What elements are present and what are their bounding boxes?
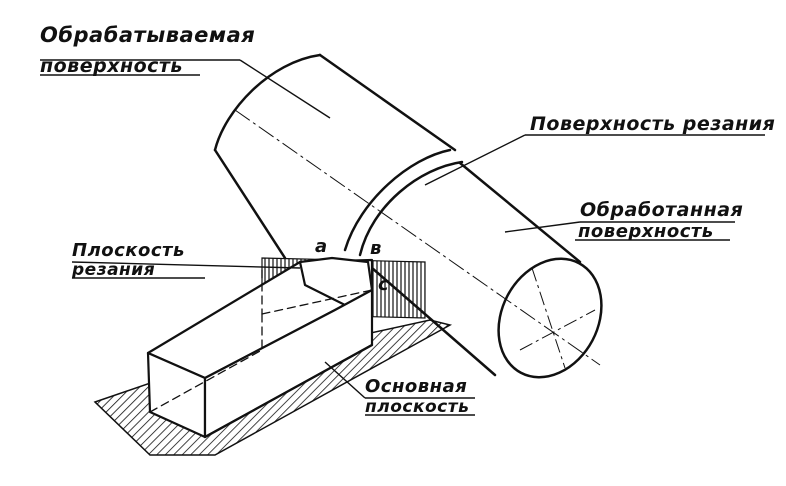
point-c: c: [378, 274, 389, 295]
label-workpiece-surface-1: Обрабатываемая: [40, 23, 255, 47]
label-machined-surface-2: поверхность: [578, 221, 714, 242]
label-cutting-plane-2: резания: [71, 260, 155, 280]
workpiece-cylinder: [213, 53, 464, 260]
label-base-plane-2: плоскость: [365, 397, 469, 417]
label-machined-surface-1: Обработанная: [580, 199, 743, 221]
leader-lines: [40, 59, 765, 416]
label-cutting-plane-1: Плоскость: [72, 240, 185, 261]
machined-cylinder: [370, 161, 603, 379]
point-a: a: [315, 236, 328, 257]
cutting-tool: [146, 256, 374, 439]
label-workpiece-surface-2: поверхность: [40, 55, 183, 77]
point-b: в: [370, 238, 382, 259]
label-base-plane-1: Основная: [365, 376, 467, 397]
axis-centerline: [234, 109, 601, 369]
label-cutting-surface: Поверхность резания: [530, 113, 775, 135]
